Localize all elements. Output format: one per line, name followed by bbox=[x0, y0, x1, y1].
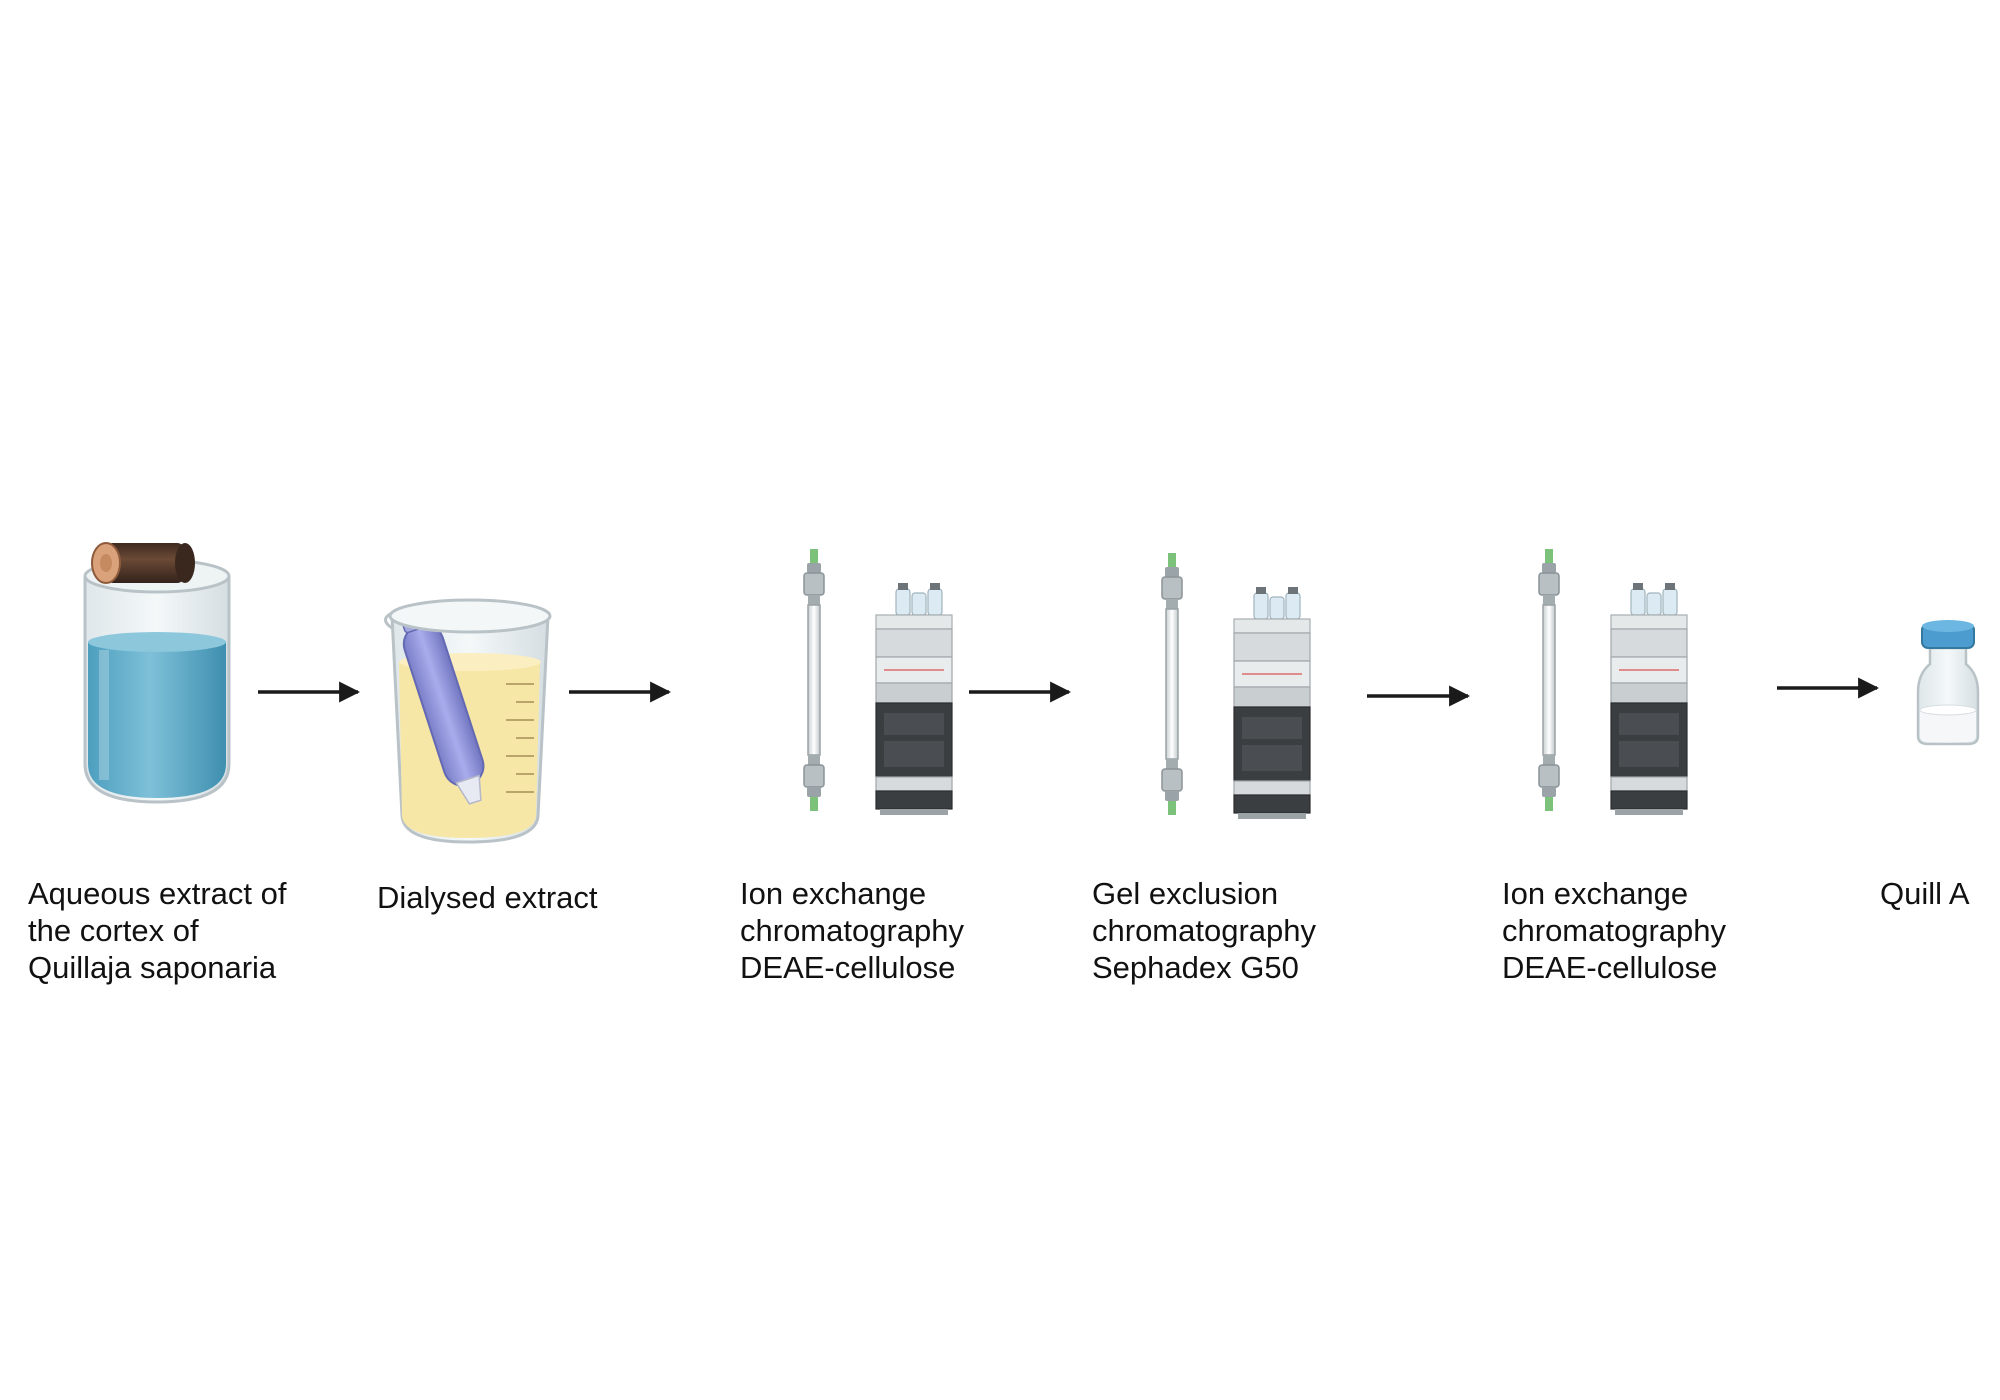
chromatography-system-icon bbox=[803, 548, 953, 816]
beaker-with-dialysis-bag-icon bbox=[384, 598, 552, 844]
step-5-label: Ion exchange chromatography DEAE-cellulo… bbox=[1502, 876, 1727, 985]
step-3-label: Ion exchange chromatography DEAE-cellulo… bbox=[740, 876, 965, 985]
vial-icon bbox=[1916, 620, 1980, 746]
step-1-label: Aqueous extract of the cortex of Quillaj… bbox=[28, 876, 287, 985]
chromatography-system-icon bbox=[1538, 548, 1688, 816]
chromatography-system-icon bbox=[1161, 552, 1311, 820]
step-4-label: Gel exclusion chromatography Sephadex G5… bbox=[1092, 876, 1317, 985]
step-2-label: Dialysed extract bbox=[377, 880, 598, 915]
step-6-label: Quill A bbox=[1880, 876, 1970, 911]
jar-with-bark-icon bbox=[83, 542, 231, 804]
